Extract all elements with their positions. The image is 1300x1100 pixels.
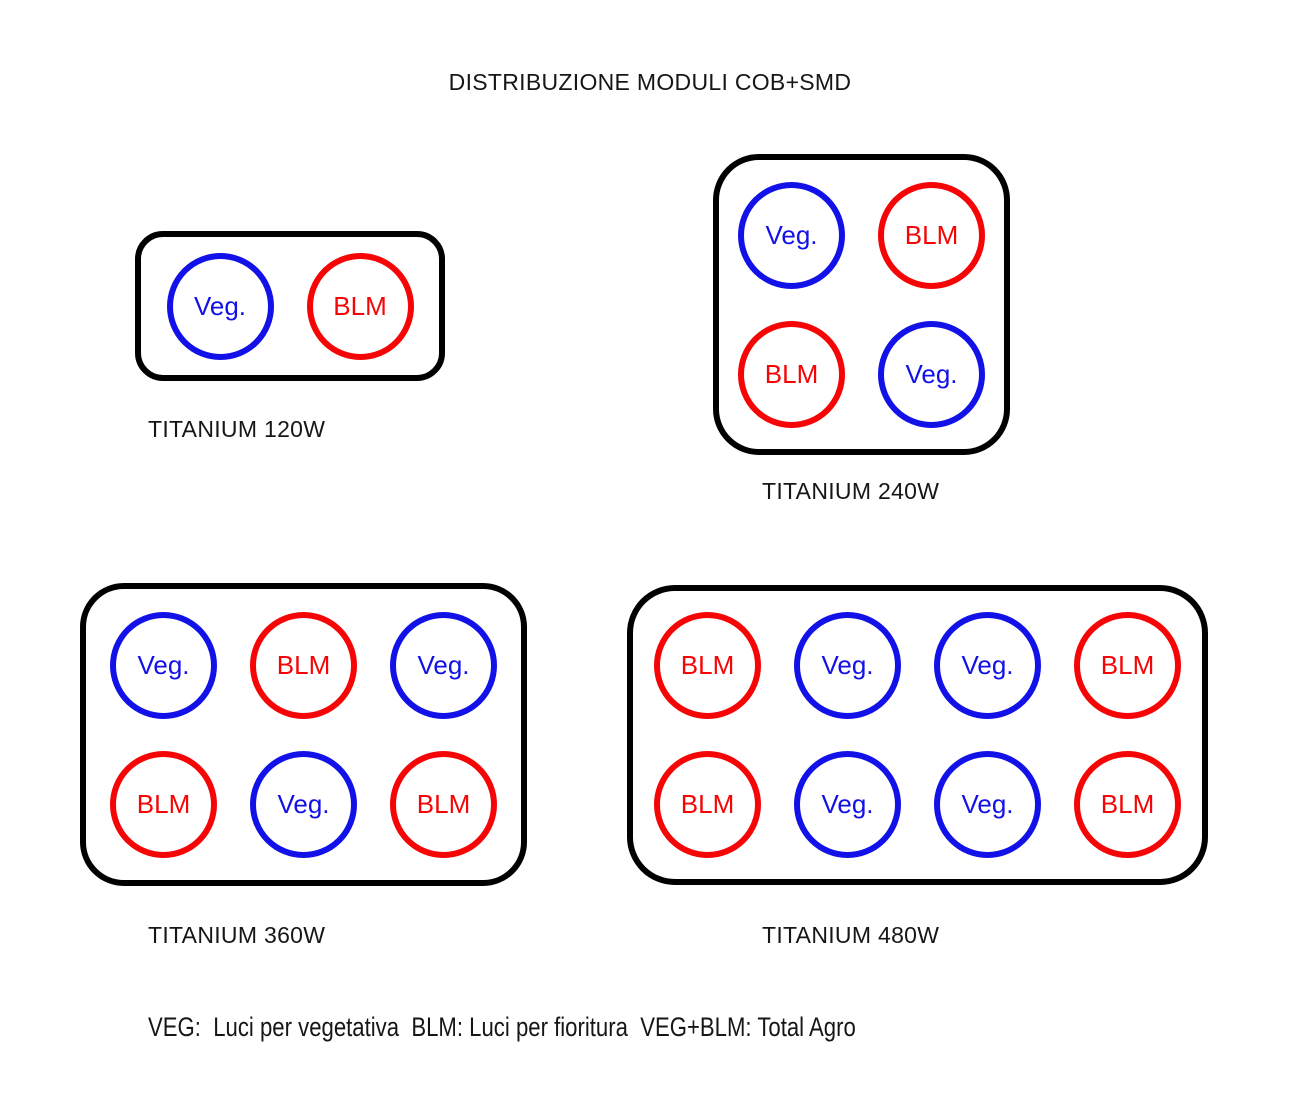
module-veg-label: Veg.	[961, 789, 1014, 819]
module-blm-circle: BLM	[306, 252, 414, 360]
diagram-title: DISTRIBUZIONE MODULI COB+SMD	[448, 69, 852, 95]
module-veg-circle: Veg.	[794, 612, 901, 719]
module-veg-circle: Veg.	[390, 611, 497, 719]
panel-label-titanium-360w: TITANIUM 360W	[148, 922, 326, 948]
module-blm-label: BLM	[764, 358, 819, 389]
module-veg-circle: Veg.	[878, 320, 985, 428]
module-row: Veg. BLM	[738, 181, 985, 289]
panel-titanium-360w: Veg. BLM Veg. BLM Veg. BLM	[80, 583, 527, 886]
module-blm-circle: BLM	[738, 320, 845, 428]
module-blm-label: BLM	[904, 219, 959, 250]
module-blm-label: BLM	[680, 650, 735, 680]
module-blm-label: BLM	[333, 290, 387, 321]
module-veg-label: Veg.	[137, 649, 190, 680]
module-blm-label: BLM	[276, 649, 331, 680]
module-blm-circle: BLM	[1074, 612, 1181, 719]
module-veg-label: Veg.	[417, 649, 470, 680]
module-veg-label: Veg.	[765, 219, 818, 250]
module-blm-circle: BLM	[390, 750, 497, 858]
module-veg-circle: Veg.	[738, 181, 845, 289]
panel-titanium-240w: Veg. BLM BLM Veg.	[713, 154, 1010, 455]
module-row: Veg. BLM	[166, 252, 414, 360]
module-veg-circle: Veg.	[110, 611, 217, 719]
module-veg-circle: Veg.	[934, 751, 1041, 858]
module-veg-label: Veg.	[961, 650, 1014, 680]
module-row: Veg. BLM Veg.	[110, 611, 497, 719]
module-blm-circle: BLM	[110, 750, 217, 858]
module-veg-circle: Veg.	[166, 252, 274, 360]
module-row: BLM Veg.	[738, 320, 985, 428]
module-blm-circle: BLM	[654, 612, 761, 719]
panel-titanium-480w: BLM Veg. Veg. BLM BLM Veg. Veg. BLM	[627, 585, 1208, 885]
module-blm-circle: BLM	[654, 751, 761, 858]
module-row: BLM Veg. BLM	[110, 750, 497, 858]
panel-label-titanium-120w: TITANIUM 120W	[148, 416, 326, 442]
module-blm-label: BLM	[1100, 650, 1155, 680]
module-veg-circle: Veg.	[250, 750, 357, 858]
module-row: BLM Veg. Veg. BLM	[654, 751, 1181, 858]
module-blm-label: BLM	[136, 788, 191, 819]
module-veg-label: Veg.	[821, 650, 874, 680]
panel-label-titanium-240w: TITANIUM 240W	[762, 478, 940, 504]
legend-text: VEG: Luci per vegetativa BLM: Luci per f…	[148, 1012, 856, 1042]
module-blm-label: BLM	[1100, 789, 1155, 819]
module-veg-label: Veg.	[821, 789, 874, 819]
module-row: BLM Veg. Veg. BLM	[654, 612, 1181, 719]
module-blm-circle: BLM	[250, 611, 357, 719]
module-veg-circle: Veg.	[794, 751, 901, 858]
module-veg-label: Veg.	[277, 788, 330, 819]
module-veg-label: Veg.	[193, 290, 247, 321]
module-veg-circle: Veg.	[934, 612, 1041, 719]
module-blm-label: BLM	[416, 788, 471, 819]
module-blm-circle: BLM	[1074, 751, 1181, 858]
module-blm-label: BLM	[680, 789, 735, 819]
module-blm-circle: BLM	[878, 181, 985, 289]
panel-titanium-120w: Veg. BLM	[135, 231, 445, 381]
module-veg-label: Veg.	[905, 358, 958, 389]
panel-label-titanium-480w: TITANIUM 480W	[762, 922, 940, 948]
